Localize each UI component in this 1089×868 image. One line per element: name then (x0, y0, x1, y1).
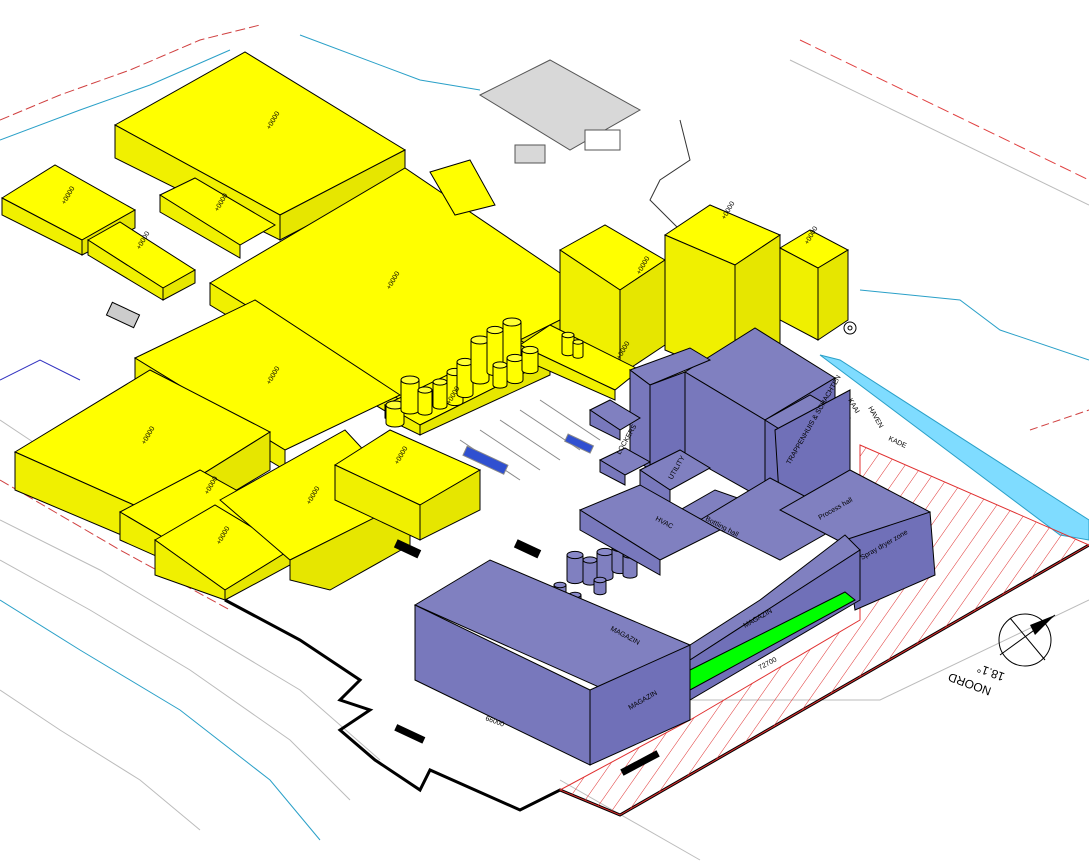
tank (596, 547, 614, 582)
new-stair-block (764, 389, 851, 511)
new-utility (639, 449, 712, 506)
site-linework (0, 24, 1089, 861)
label-haven: HAVEN (866, 406, 884, 430)
tank (572, 339, 584, 359)
hatched-zone (558, 444, 1089, 816)
new-magazine-main (413, 559, 692, 766)
tank (561, 331, 575, 357)
tank (432, 378, 448, 410)
new-lockers (589, 347, 712, 486)
new-bottling (578, 484, 722, 576)
tank (566, 550, 584, 585)
tank (385, 400, 405, 428)
site-details (105, 301, 857, 776)
parking-lines (459, 399, 601, 481)
tank (417, 386, 433, 416)
existing-building-12 (154, 504, 291, 601)
green-strip (689, 591, 856, 691)
tank (582, 556, 598, 586)
tank (506, 353, 524, 385)
north-arrow: NOORD 18.1° (946, 613, 1056, 698)
existing-building-4 (158, 177, 276, 259)
tank (456, 357, 474, 399)
grey-building (478, 59, 642, 164)
new-buildings (413, 327, 936, 766)
existing-building-8 (778, 229, 850, 341)
existing-building-14 (333, 429, 482, 541)
existing-building-3 (87, 221, 196, 301)
tank (593, 576, 607, 596)
tank (521, 345, 539, 375)
storage-tanks (385, 317, 638, 611)
label-kade: KADE (887, 435, 908, 450)
tank (492, 361, 508, 389)
tank (400, 375, 420, 415)
water-channel (819, 354, 1089, 541)
tank (470, 335, 490, 385)
